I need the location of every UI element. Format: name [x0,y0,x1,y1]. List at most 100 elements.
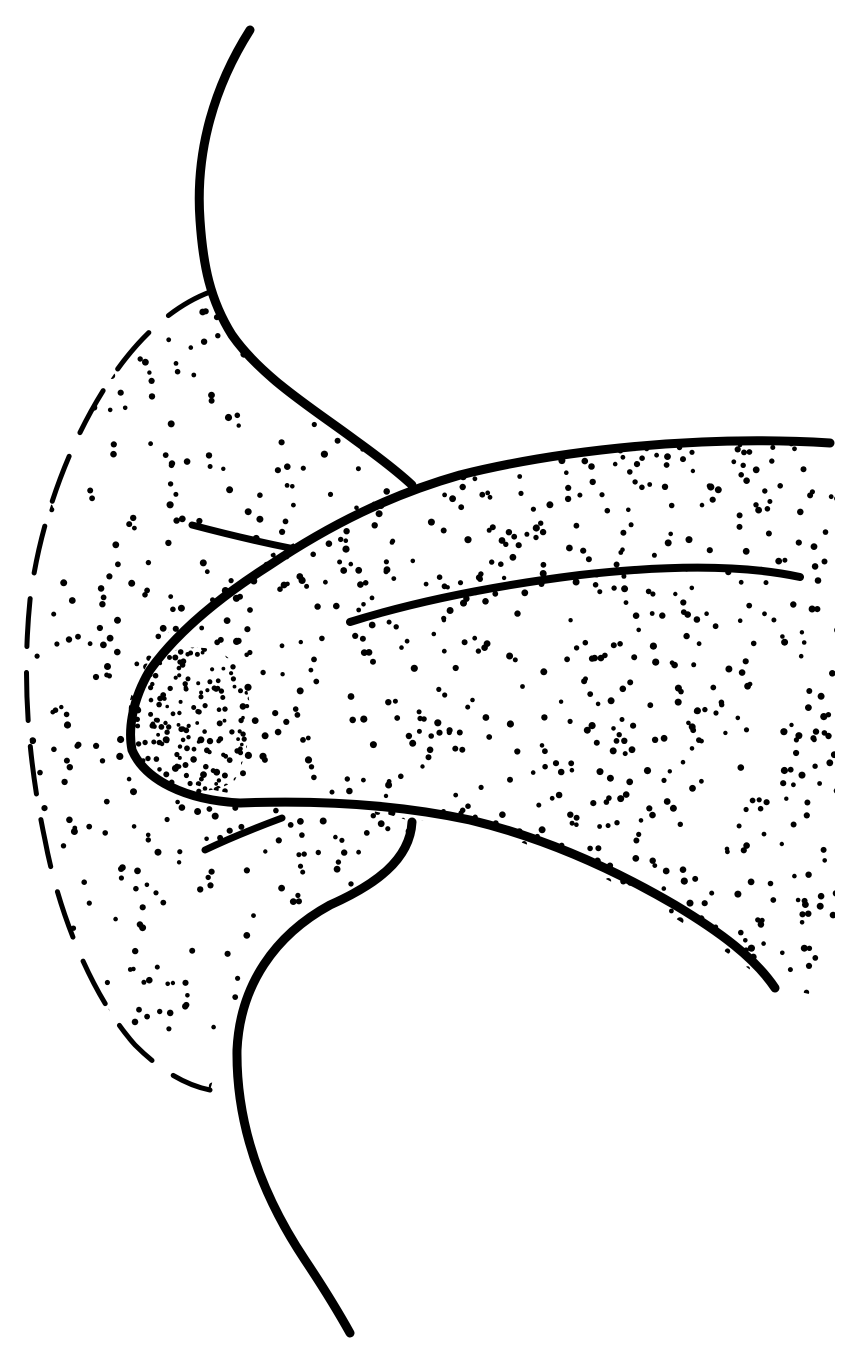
stipple-dot [189,947,196,954]
stipple-dot [353,296,360,303]
stipple-dot [817,892,825,900]
stipple-dot [221,772,228,779]
stipple-dot [155,473,163,481]
stipple-dot [99,601,106,608]
stipple-dot [436,970,442,976]
stipple-dot [26,543,27,550]
stipple-dot [370,658,376,665]
stipple-dot [81,879,87,885]
stipple-dot [261,732,269,740]
stipple-dot [761,831,767,837]
stipple-dot [498,561,504,567]
stipple-dot [99,758,106,764]
stipple-dot [816,902,824,910]
stipple-dot [261,756,268,763]
stipple-dot [197,432,204,439]
stipple-dot [191,372,197,378]
stipple-dot [621,585,629,593]
stipple-dot [353,1077,359,1083]
stipple-dot [319,635,325,642]
stipple-dot [464,536,472,544]
stipple-dot [244,626,251,633]
stipple-dot [506,652,514,660]
stipple-dot [66,294,71,299]
stipple-dot [175,548,182,554]
stipple-dot [333,834,338,840]
stipple-dot [363,1032,369,1038]
stipple-dot [812,955,819,961]
stipple-dot [166,858,172,863]
stipple-dot [613,738,620,744]
stipple-dot [182,1003,189,1010]
stipple-dot [208,941,215,947]
stipple-dot [605,823,611,829]
stipple-dot [18,293,23,298]
stipple-dot [485,846,493,853]
stipple-dot [551,928,556,933]
stipple-dot [255,638,261,644]
stipple-dot [348,686,355,693]
stipple-dot [798,771,806,779]
stipple-dot [337,944,343,950]
stipple-dot [204,747,210,754]
stipple-dot [486,938,493,945]
stipple-dot [123,795,128,800]
stipple-dot [795,539,802,546]
stipple-dot [218,688,225,694]
stipple-dot [130,514,137,522]
stipple-dot [371,522,378,529]
stipple-dot [383,1061,391,1069]
stipple-dot [475,648,482,654]
stipple-dot [581,678,588,685]
stipple-dot [689,746,695,751]
stipple-dot [525,931,533,939]
stipple-dot [415,832,421,838]
stipple-dot [584,913,591,919]
stipple-dot [164,434,169,439]
stipple-dot [346,924,355,932]
stipple-dot [179,662,186,668]
stipple-dot [597,589,603,595]
stipple-dot [61,778,68,786]
stipple-dot [798,653,804,659]
stipple-dot [154,983,160,989]
stipple-dot [741,968,748,975]
stipple-dot [328,644,335,651]
stipple-dot [230,676,236,682]
stipple-dot [736,512,743,519]
stipple-dot [73,970,79,976]
stipple-dot [345,1047,351,1053]
stipple-dot [268,471,275,478]
stipple-dot [834,626,835,634]
stipple-dot [832,890,835,897]
stipple-dot [245,294,251,300]
stipple-dot [311,971,318,978]
stipple-dot [49,380,55,386]
stipple-dot [116,752,124,761]
stipple-dot [264,715,270,722]
stipple-dot [126,342,131,347]
stipple-dot [177,883,183,889]
stipple-dot [180,737,186,743]
stipple-dot [41,950,47,955]
stipple-dot [215,333,221,339]
stipple-dot [148,685,154,691]
stipple-dot [775,557,783,565]
stipple-dot [574,822,579,827]
stipple-dot [325,718,333,726]
stipple-dot [54,429,60,435]
stipple-dot [688,723,696,731]
stipple-dot [276,678,283,685]
stipple-dot [362,580,369,586]
stipple-dot [787,766,794,773]
stipple-dot [128,685,132,691]
stipple-dot [31,872,38,880]
stipple-dot [92,318,97,323]
stipple-dot [407,918,413,923]
stipple-dot [603,799,610,805]
stipple-dot [105,302,114,310]
stipple-dot [339,789,344,794]
stipple-dot [260,335,267,343]
stipple-dot [314,603,321,610]
stipple-dot [249,481,255,487]
